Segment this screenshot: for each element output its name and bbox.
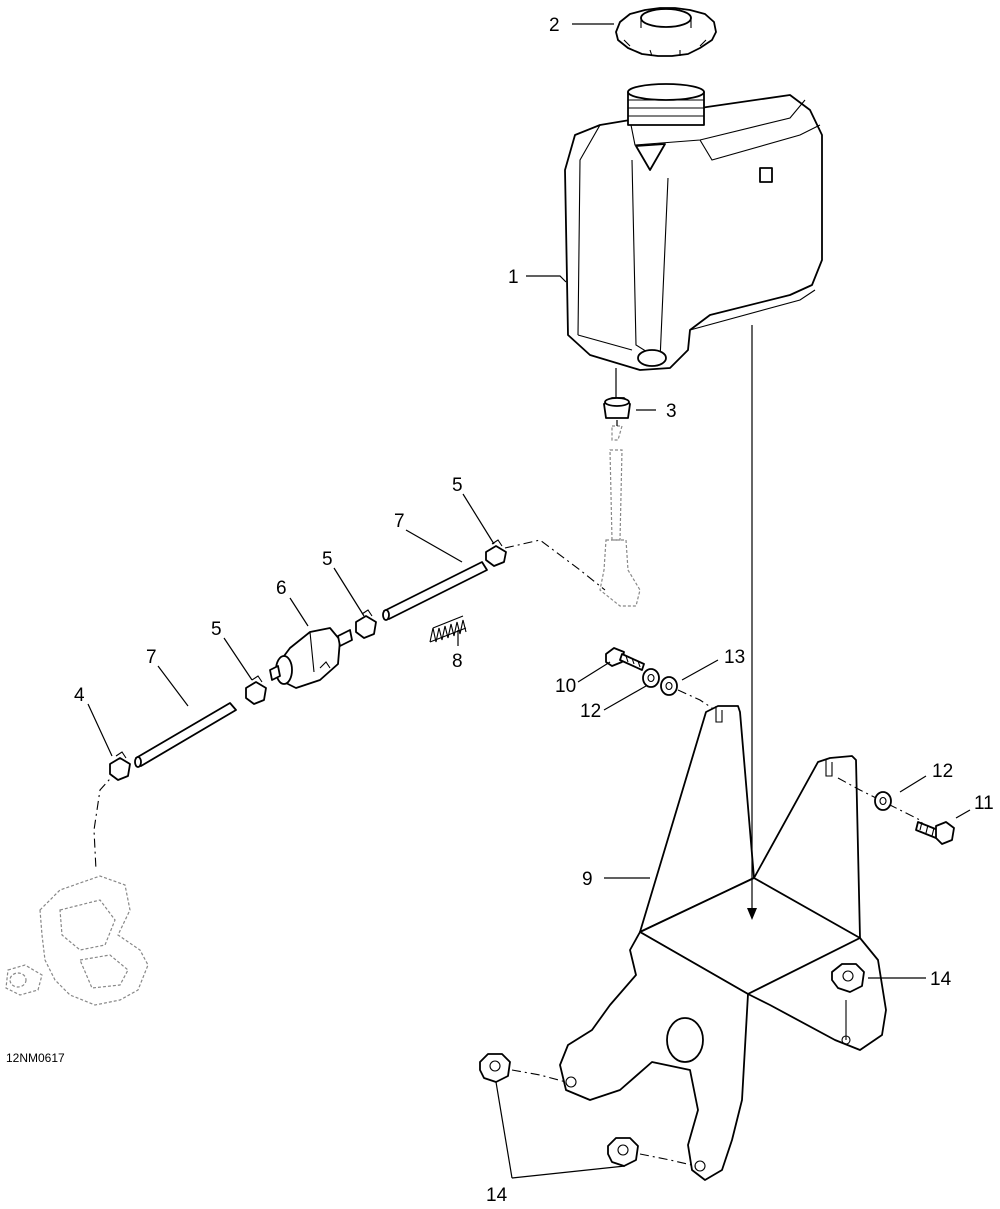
callout-9: 9 [582,869,593,890]
callout-7-upper: 7 [394,511,405,532]
clamp-lower [245,675,267,705]
bolt-right [915,821,955,845]
nut-bottom [607,1137,639,1167]
hose-route-line [504,539,606,591]
nut-left-axis [511,1069,567,1083]
callout-5-lower: 5 [211,619,222,640]
bolt-upper-axis [677,689,716,711]
clamp-middle [355,609,377,639]
support-bracket [559,705,887,1181]
lock-washer-right [874,791,892,811]
alignment-arrow-head [747,908,757,920]
hose-route-line-lower [93,769,119,871]
callout-12-upper: 12 [580,701,601,722]
callout-6: 6 [276,578,287,599]
bolt-upper [605,647,645,671]
callout-11: 11 [974,793,994,814]
spring [429,615,467,643]
tank-outlet-fitting-ghost [599,425,641,607]
callout-4: 4 [74,685,85,706]
callout-8: 8 [452,651,463,672]
nut-right [831,963,865,993]
clamp-oil-pump [109,751,131,781]
callout-10: 10 [555,676,576,697]
callout-12-right: 12 [932,761,953,782]
fuel-filter [269,627,353,689]
callout-7-lower: 7 [146,647,157,668]
callout-5-upper: 5 [452,475,463,496]
drawing-code: 12NM0617 [6,1051,65,1065]
callout-2: 2 [549,15,560,36]
hose-upper [382,561,488,621]
nut-left [479,1053,511,1083]
callouts: 2 1 3 5 7 5 6 5 8 7 4 13 10 12 12 11 9 1… [74,15,994,1206]
callout-14-bottom: 14 [486,1185,508,1206]
clamp-upper [485,539,507,567]
callout-14-right: 14 [930,969,952,990]
callout-3: 3 [666,401,677,422]
oil-tank [564,83,823,371]
oil-pump-ghost [5,875,149,1006]
nut-bottom-axis [639,1153,697,1167]
callout-1: 1 [508,267,519,288]
tank-cap [615,7,717,57]
lock-washer-upper [642,668,660,688]
callout-5-middle: 5 [322,549,333,570]
grommet [603,397,631,419]
callout-13: 13 [724,647,745,668]
flat-washer-upper [660,676,678,696]
hose-lower [134,702,237,768]
leader-lines [87,23,971,1179]
